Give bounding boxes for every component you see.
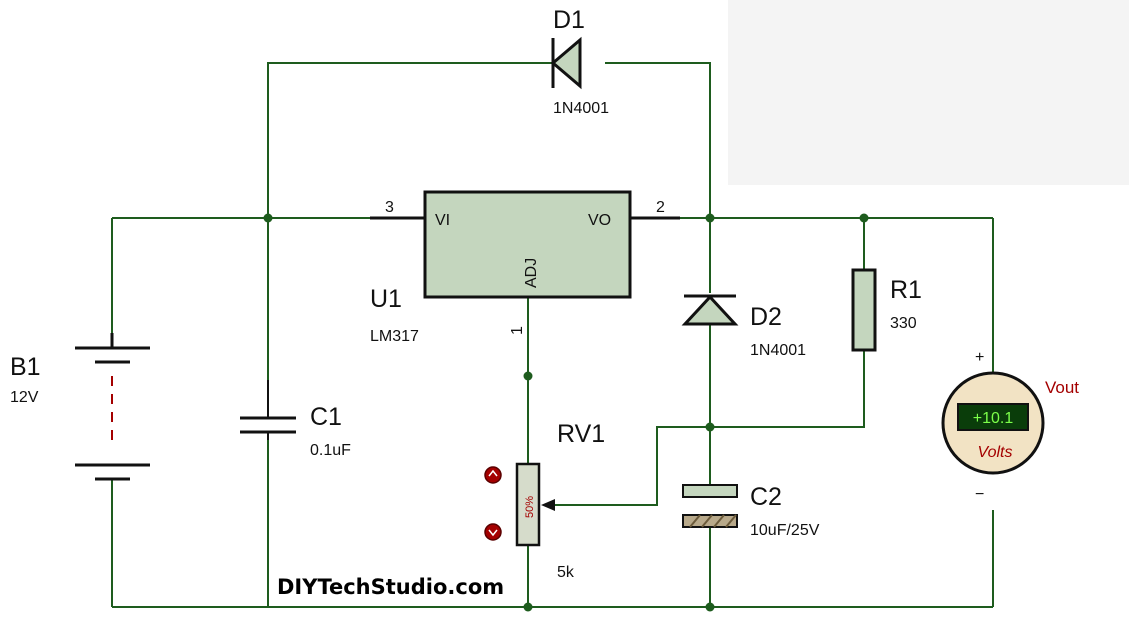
b1-ref: B1: [10, 353, 41, 381]
u1-ref: U1: [370, 285, 402, 313]
u1-pin2-number: 2: [656, 199, 665, 216]
battery-b1: B1 12V: [10, 333, 150, 481]
rv1-position: 50%: [524, 496, 536, 518]
rv1-decrease-button[interactable]: [484, 523, 502, 541]
watermark: DIYTechStudio.com: [277, 575, 504, 599]
d1-ref: D1: [553, 6, 585, 34]
b1-value: 12V: [10, 389, 39, 406]
c1-value: 0.1uF: [310, 442, 351, 459]
rv1-increase-button[interactable]: [484, 466, 502, 484]
voltmeter-reading: +10.1: [973, 410, 1014, 427]
u1-pin-adj: ADJ: [523, 258, 540, 288]
u1-pin3-number: 3: [385, 199, 394, 216]
rv1-value: 5k: [557, 564, 575, 581]
r1-ref: R1: [890, 276, 922, 304]
d2-ref: D2: [750, 303, 782, 331]
voltmeter-unit: Volts: [978, 444, 1013, 461]
u1-pin1-number: 1: [509, 326, 526, 335]
voltmeter-plus: +: [975, 349, 984, 366]
regulator-u1: VI VO ADJ 3 2 1 U1 LM317: [370, 190, 680, 345]
voltmeter-label: Vout: [1045, 378, 1079, 397]
u1-pin-vi: VI: [435, 212, 450, 229]
voltmeter: +10.1 Volts + − Vout: [941, 349, 1079, 503]
voltmeter-minus: −: [975, 486, 984, 503]
resistor-r1: R1 330: [851, 268, 922, 352]
c2-value: 10uF/25V: [750, 522, 820, 539]
rv1-ref: RV1: [557, 420, 605, 448]
u1-value: LM317: [370, 328, 419, 345]
c2-ref: C2: [750, 483, 782, 511]
d1-value: 1N4001: [553, 100, 609, 117]
diode-d1: D1 1N4001: [550, 6, 609, 117]
capacitor-c2: C2 10uF/25V: [682, 483, 820, 539]
r1-value: 330: [890, 315, 917, 332]
c1-ref: C1: [310, 403, 342, 431]
capacitor-c1: C1 0.1uF: [240, 380, 351, 459]
d2-value: 1N4001: [750, 342, 806, 359]
diode-d2: D2 1N4001: [681, 294, 806, 359]
junctions: [263, 213, 869, 612]
u1-pin-vo: VO: [588, 212, 611, 229]
potentiometer-rv1: 50% RV1 5k: [484, 420, 605, 581]
